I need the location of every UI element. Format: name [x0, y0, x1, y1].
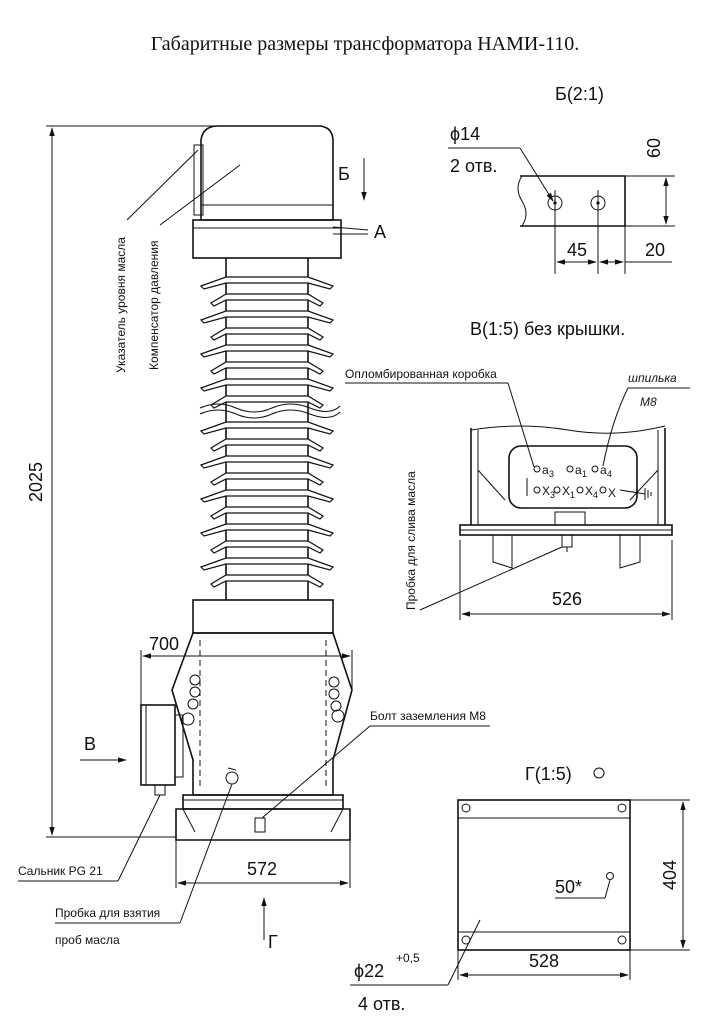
label-pressure-compensator: Компенсатор давления — [147, 241, 161, 370]
view-v-label: В(1:5) без крышки. — [470, 319, 625, 339]
label-sample-plug-2: проб масла — [55, 933, 120, 947]
view-g-dim-width: 528 — [529, 951, 559, 971]
label-cable-gland: Сальник PG 21 — [18, 864, 103, 878]
view-b-dim-height: 60 — [644, 138, 664, 158]
dim-total-height: 2025 — [26, 462, 46, 502]
svg-text:4: 4 — [607, 469, 612, 479]
view-v-sealed-box — [508, 445, 638, 509]
break-line — [199, 403, 341, 413]
insulator-shed — [210, 395, 324, 409]
insulator-shed — [210, 327, 324, 341]
insulator-shed — [199, 489, 335, 503]
insulator-shed — [199, 344, 335, 358]
insulator-shed — [210, 574, 324, 588]
svg-text:a: a — [575, 463, 582, 477]
svg-text:4: 4 — [593, 490, 598, 500]
svg-text:X: X — [608, 486, 616, 500]
insulator-shed — [199, 421, 335, 435]
insulator-shed — [210, 540, 324, 554]
label-ground-bolt: Болт заземления М8 — [370, 709, 486, 723]
dim-width-base: 572 — [247, 859, 277, 879]
view-v-label-drain-plug: Пробка для слива масла — [404, 471, 418, 610]
view-b-dim-pitch: 45 — [567, 240, 587, 260]
base-frame — [182, 794, 344, 810]
view-g-center-dim: 50* — [555, 877, 582, 897]
view-v-label-stud-2: М8 — [640, 395, 657, 409]
svg-text:1: 1 — [570, 490, 575, 500]
sample-plug — [225, 771, 239, 785]
dim-width-top: 700 — [149, 634, 179, 654]
svg-text:1: 1 — [582, 469, 587, 479]
left-lifting-lug — [181, 674, 201, 726]
arrow-label-g: Г — [268, 932, 278, 952]
compensator-cap — [200, 125, 334, 221]
drawing-title: Габаритные размеры трансформатора НАМИ-1… — [151, 33, 580, 55]
insulator-shed — [210, 472, 324, 486]
svg-text:X: X — [562, 484, 570, 498]
insulator-sheds — [199, 276, 335, 588]
lower-collar — [192, 599, 334, 634]
view-v-label-stud-1: шпилька — [628, 371, 677, 385]
view-v-tank — [470, 428, 666, 525]
cap-flange — [192, 219, 342, 259]
view-g-mount-holes — [461, 803, 627, 945]
tank-body — [171, 632, 353, 796]
view-b-label: Б(2:1) — [555, 84, 604, 104]
insulator-shed — [210, 506, 324, 520]
svg-text:3: 3 — [550, 490, 555, 500]
view-arrows: Б А В Г — [80, 158, 386, 952]
cable-gland — [154, 784, 166, 796]
view-g-center-hole — [606, 872, 614, 880]
label-oil-level: Указатель уровня масла — [114, 237, 128, 373]
view-g-hole-tolerance: +0,5 — [396, 951, 420, 965]
view-g-hole-diameter: ϕ22 — [354, 961, 384, 981]
view-b-detail: Б(2:1) 45 20 60 ϕ14 2 отв. — [448, 84, 675, 274]
svg-text:X: X — [585, 484, 593, 498]
insulator-core — [225, 258, 309, 600]
svg-text:a: a — [542, 463, 549, 477]
view-v-dim-width: 526 — [552, 589, 582, 609]
main-callouts: Указатель уровня масла Компенсатор давле… — [18, 149, 490, 947]
view-g-dim-height: 404 — [660, 860, 680, 890]
insulator-shed — [199, 455, 335, 469]
view-g-label: Г(1:5) — [525, 764, 572, 784]
insulator-shed — [210, 438, 324, 452]
view-b-plate — [520, 175, 626, 227]
main-dimensions: 2025 700 572 — [26, 125, 353, 888]
svg-text:a: a — [600, 463, 607, 477]
arrow-label-v: В — [84, 734, 96, 754]
label-sample-plug-1: Пробка для взятия — [55, 906, 160, 920]
view-g-holes-count: 4 отв. — [358, 994, 405, 1014]
svg-text:X: X — [542, 484, 550, 498]
view-b-holes-count: 2 отв. — [450, 156, 497, 176]
svg-text:3: 3 — [549, 469, 554, 479]
view-g-base-plate — [457, 799, 631, 951]
insulator-shed — [199, 310, 335, 324]
insulator-shed — [199, 378, 335, 392]
insulator-shed — [210, 293, 324, 307]
insulator-shed — [210, 361, 324, 375]
view-g-detail: Г(1:5) 50* 404 528 ϕ22 +0,5 4 отв. — [350, 764, 690, 1014]
view-v-label-sealed-box: Опломбированная коробка — [345, 367, 497, 381]
right-lifting-lug — [328, 676, 345, 723]
insulator-shed — [199, 557, 335, 571]
ground-bolt-pad — [254, 817, 266, 833]
arrow-label-b: Б — [338, 164, 350, 184]
view-b-dim-edge: 20 — [645, 240, 665, 260]
arrow-label-a: А — [374, 222, 386, 242]
view-b-hole-diameter: ϕ14 — [450, 124, 480, 144]
cap-left-bracket — [193, 144, 204, 216]
insulator-shed — [199, 523, 335, 537]
transformer-main-view — [140, 125, 369, 841]
view-v-ground-symbol — [619, 488, 652, 500]
insulator-shed — [199, 276, 335, 290]
